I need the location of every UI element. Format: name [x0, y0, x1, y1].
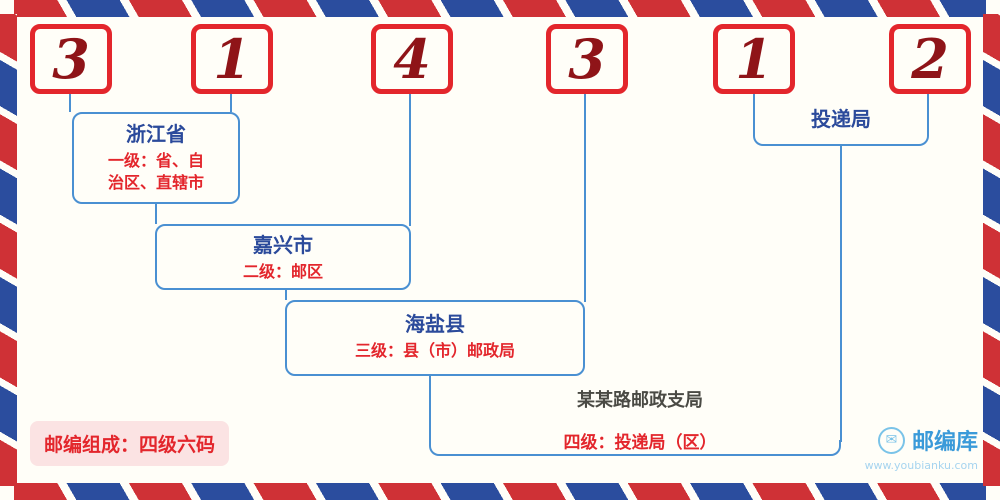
- airmail-border-top: [14, 0, 986, 17]
- envelope-icon: ✉: [877, 426, 905, 454]
- level4-label-group: 某某路邮政支局 四级：投递局（区）: [440, 386, 840, 453]
- airmail-border-bottom: [14, 483, 986, 500]
- connector-digit2-level1-line: [230, 94, 232, 112]
- postal-digit-6: 2: [911, 27, 949, 91]
- level1-description-line2: 治区、直辖市: [107, 173, 204, 193]
- level1-place-name: 浙江省: [126, 122, 186, 146]
- postal-digit-3: 4: [393, 27, 431, 91]
- postal-digit-box-2: 1: [191, 24, 273, 94]
- postal-digit-box-6: 2: [889, 24, 971, 94]
- connector-level1-level2-line: [155, 204, 157, 224]
- airmail-border-left: [0, 14, 17, 486]
- postal-digit-2: 1: [213, 27, 251, 91]
- airmail-border-right: [983, 14, 1000, 486]
- connector-digit1-level1-line: [69, 94, 71, 112]
- level2-description: 二级：邮区: [242, 262, 323, 281]
- postal-digit-box-1: 3: [30, 24, 112, 94]
- brand-logo: ✉ 邮编库 www.youbianku.com: [818, 424, 978, 472]
- level1-label-box: 浙江省 一级：省、自 治区、直辖市: [72, 112, 240, 204]
- level3-description: 三级：县（市）邮政局: [354, 341, 515, 360]
- level4-bracket: [429, 440, 841, 456]
- brand-site-name: 邮编库: [911, 430, 978, 455]
- composition-badge: 邮编组成：四级六码: [30, 421, 230, 466]
- connector-digit3-level2-line: [409, 94, 411, 226]
- level2-label-box: 嘉兴市 二级：邮区: [155, 224, 411, 290]
- postal-digit-box-5: 1: [713, 24, 795, 94]
- level3-label-box: 海盐县 三级：县（市）邮政局: [285, 300, 585, 376]
- postal-digit-5: 1: [735, 27, 773, 91]
- level3-place-name: 海盐县: [405, 312, 465, 336]
- postal-digit-box-3: 4: [371, 24, 453, 94]
- postal-digit-4: 3: [568, 27, 606, 91]
- level4-description: 四级：投递局（区）: [563, 433, 717, 453]
- level2-place-name: 嘉兴市: [253, 233, 313, 257]
- level4-place-name: 某某路邮政支局: [577, 390, 703, 411]
- brand-site-url: www.youbianku.com: [864, 459, 978, 472]
- connector-level2-level3-line: [285, 290, 287, 300]
- postal-digit-1: 3: [52, 27, 90, 91]
- postal-digit-box-4: 3: [546, 24, 628, 94]
- level1-description-line1: 一级：省、自: [107, 151, 204, 170]
- connector-level3-level4-line: [429, 376, 431, 442]
- connector-digit4-level3-line: [584, 94, 586, 302]
- connector-delivery-level4-line: [840, 144, 842, 442]
- delivery-place-name: 投递局: [811, 107, 871, 131]
- delivery-bureau-bracket: 投递局: [753, 94, 929, 146]
